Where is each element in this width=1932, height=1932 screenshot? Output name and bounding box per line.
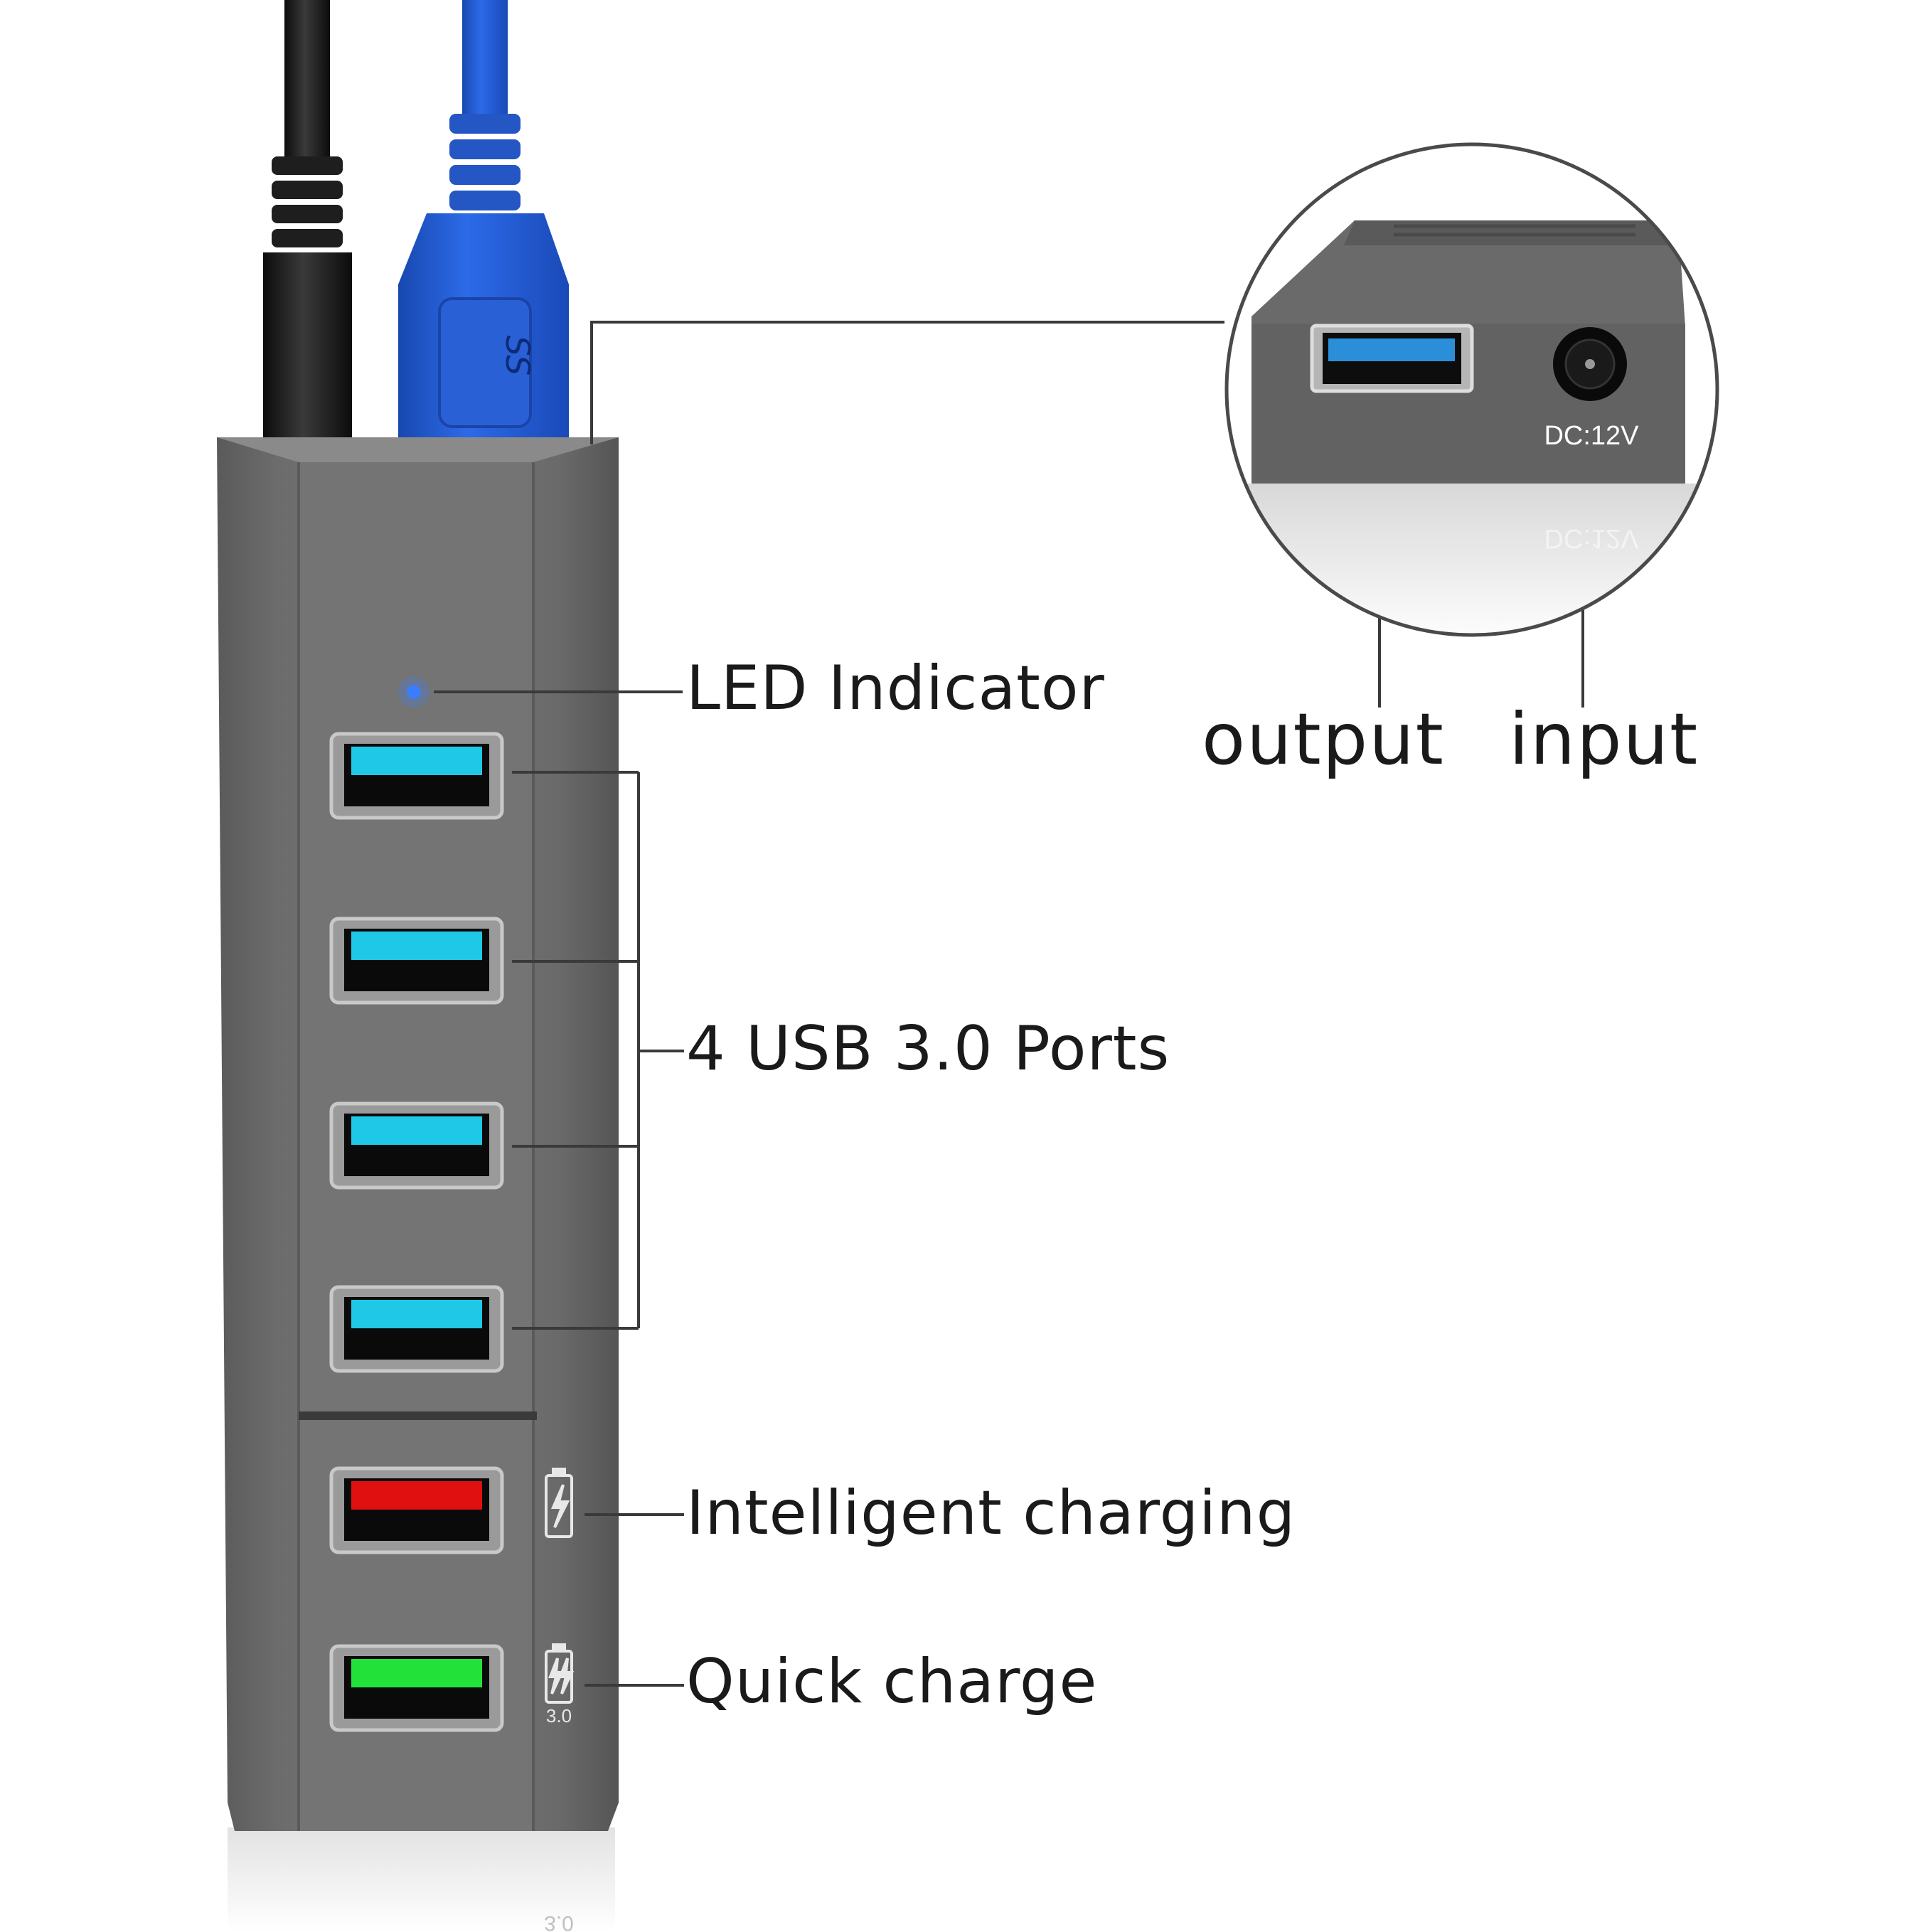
battery-bolt-icon: [545, 1468, 573, 1538]
quick-charge-port: [329, 1644, 504, 1732]
blue-usb-cable: SS: [398, 0, 569, 466]
svg-text:3.0: 3.0: [544, 1911, 574, 1932]
hub-reflection: [228, 1827, 615, 1932]
usb3-port: [329, 732, 504, 820]
quick-charge-badge: 3.0: [546, 1705, 572, 1726]
usb3-port: [329, 1285, 504, 1373]
intelligent-charging-label: Intelligent charging: [686, 1478, 1296, 1549]
battery-double-bolt-icon: [545, 1643, 575, 1704]
side-view-inset: DC:12V DC:12V: [1224, 142, 1719, 637]
usb-ports-label: 4 USB 3.0 Ports: [686, 1013, 1170, 1084]
usb-ss-logo-icon: SS: [498, 336, 537, 376]
usb3-port: [329, 917, 504, 1005]
output-label: output: [1202, 698, 1445, 781]
led-indicator-light: [407, 685, 421, 699]
intelligent-charging-port: [329, 1466, 504, 1554]
svg-text:DC:12V: DC:12V: [1544, 523, 1639, 553]
input-label: input: [1509, 698, 1699, 781]
dc-jack-icon: [1553, 327, 1627, 401]
svg-text:DC:12V: DC:12V: [1544, 421, 1639, 451]
usb3-port: [329, 1101, 504, 1190]
led-indicator-label: LED Indicator: [686, 653, 1105, 724]
black-dc-cable: [263, 0, 352, 466]
quick-charge-label: Quick charge: [686, 1646, 1098, 1717]
